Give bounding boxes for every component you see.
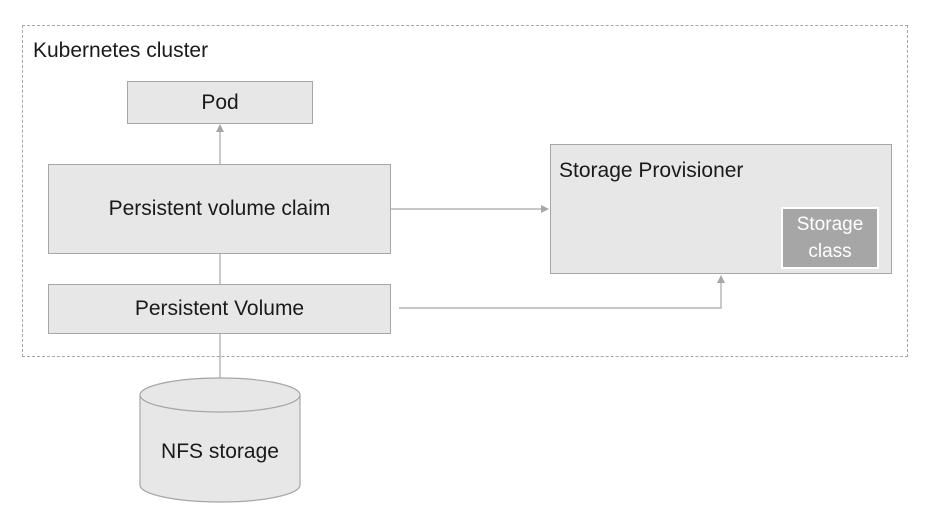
storage-provisioner-box: Storage Provisioner Storage class [550,144,892,274]
cluster-label: Kubernetes cluster [33,39,209,62]
nfs-storage-cylinder [139,377,301,503]
provisioner-label: Storage Provisioner [559,159,744,182]
pod-box: Pod [127,81,313,124]
storage-class-box: Storage class [781,207,879,269]
pvc-label: Persistent volume claim [108,197,331,220]
persistent-volume-claim-box: Persistent volume claim [48,164,391,254]
nfs-storage-label: NFS storage [161,440,279,463]
persistent-volume-box: Persistent Volume [48,284,391,334]
pod-label: Pod [201,90,239,114]
pv-label: Persistent Volume [134,297,305,320]
edge-pv-to-provisioner [399,275,725,309]
kubernetes-cluster-boundary [22,25,908,357]
storage-class-label: Storage class [796,214,864,262]
